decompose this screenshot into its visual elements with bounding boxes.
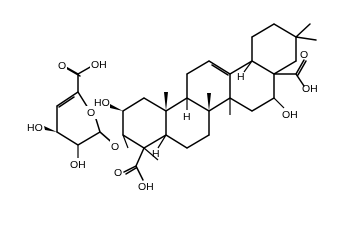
- h9-label: H: [183, 111, 191, 123]
- sugar-cooh-oh-label: OH: [91, 59, 107, 71]
- c2-oh-label: HO: [94, 97, 110, 109]
- ring-e: [251, 23, 317, 75]
- molecule-svg: OH O O HO OH O HO OH O OH O OH H H H: [27, 23, 318, 193]
- h18-label: H: [237, 71, 245, 83]
- sugar-ring-o-label: O: [87, 107, 95, 119]
- c23-cooh-o-label: O: [114, 167, 122, 179]
- c28-cooh-o-label: O: [300, 49, 308, 61]
- h5-label: H: [152, 148, 160, 160]
- atom-labels: OH O O HO OH O HO OH O OH O OH H H H: [27, 49, 318, 193]
- sugar-carbonyl-o-label: O: [58, 60, 66, 72]
- c16-oh-label: OH: [282, 109, 298, 121]
- ring-b: [157, 93, 211, 149]
- ring-a: [110, 92, 168, 181]
- sugar-oh-c3-label: OH: [70, 159, 86, 171]
- c28-cooh-oh-label: OH: [302, 83, 318, 95]
- glycosidic-o-label: O: [111, 141, 119, 153]
- ring-d: [229, 59, 307, 112]
- c23-cooh-oh-label: OH: [138, 181, 154, 193]
- chemical-structure-diagram: OH O O HO OH O HO OH O OH O OH H H H: [27, 23, 318, 193]
- sugar-ring: [44, 65, 117, 158]
- sugar-oh-c4-label: HO: [27, 122, 43, 134]
- ring-c: [186, 60, 231, 115]
